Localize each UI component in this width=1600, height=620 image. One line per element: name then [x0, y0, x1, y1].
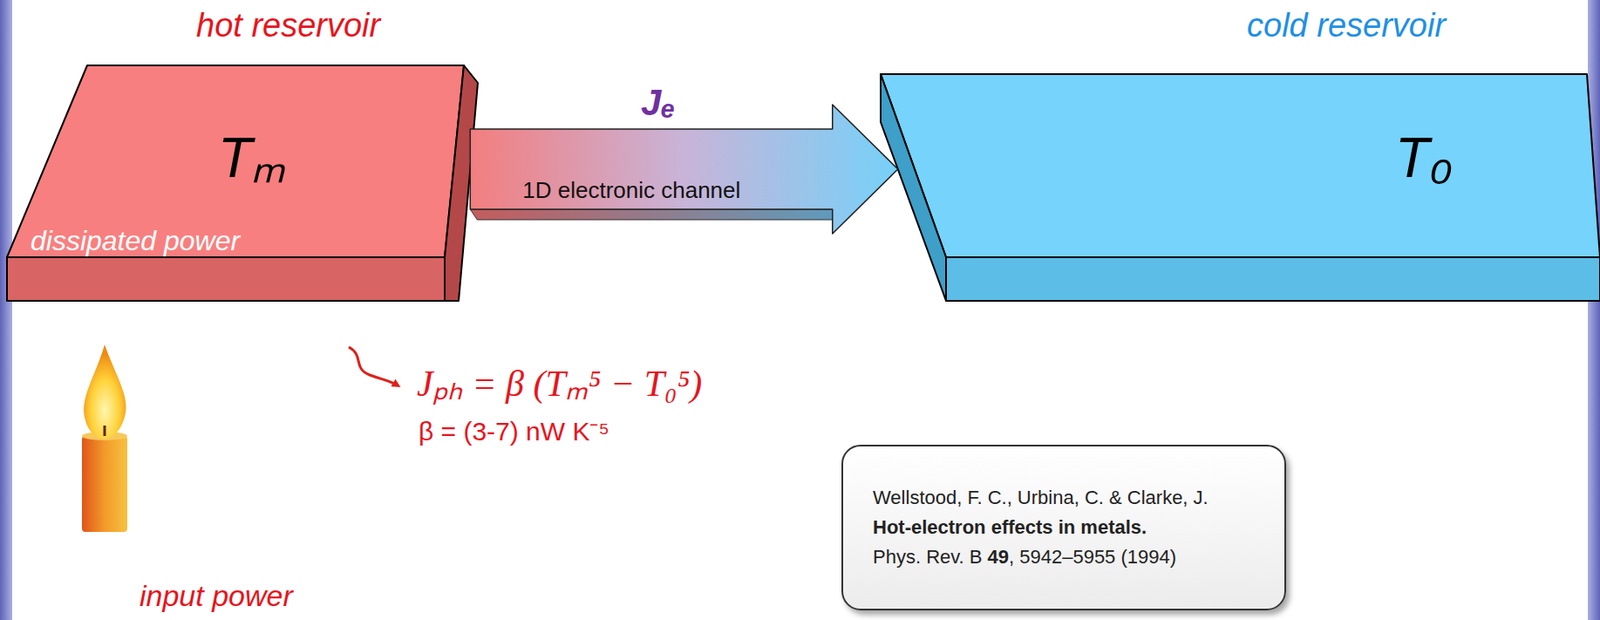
slab-outline [880, 74, 1600, 301]
channel-label: 1D electronic channel [522, 177, 741, 205]
heat-flow-arrow [469, 104, 898, 234]
slab-face [880, 74, 947, 301]
input-label: input power [139, 578, 293, 613]
cold-reservoir-slab: cold reservoirT₀ [880, 74, 1600, 301]
temperature-label: T₀ [1395, 126, 1453, 191]
candle [81, 344, 128, 532]
reference-text: Hot-electron effects in metals. [872, 516, 1147, 538]
reference-line: Phys. Rev. B49, 5942–5955 (1994) [872, 542, 1255, 572]
reservoir-heading: cold reservoir [1246, 6, 1446, 46]
reference-text: 49 [987, 545, 1009, 568]
reference-box: Wellstood, F. C., Urbina, C. & Clarke, J… [841, 444, 1287, 611]
arrow-body [469, 104, 898, 234]
arrow-shade [469, 209, 839, 220]
slab-face [6, 257, 445, 301]
reference-text: Phys. Rev. B [872, 545, 983, 568]
candle-flame [83, 344, 126, 439]
candle-wick [103, 425, 107, 436]
formula: Jₚₕ = β (Tₘ⁵ − T₀⁵) [416, 362, 702, 405]
coefficient-value: β = (3-7) nW K⁻⁵ [418, 416, 610, 448]
temperature-label: Tₘ [217, 126, 286, 191]
reservoir-heading: hot reservoir [196, 6, 381, 46]
side-strip [0, 0, 13, 620]
slab-face [880, 74, 1600, 258]
hot-reservoir-slab: hot reservoirTₘdissipated power [6, 65, 478, 301]
reference-text: Wellstood, F. C., Urbina, C. & Clarke, J… [872, 486, 1209, 509]
slab-face [946, 257, 1600, 301]
candle-body [81, 435, 128, 532]
slab-face [6, 65, 464, 258]
loss-arrow [348, 347, 398, 386]
reference-line: Wellstood, F. C., Urbina, C. & Clarke, J… [872, 483, 1255, 513]
flux-symbol: Jₑ [640, 81, 676, 124]
slab-face [444, 65, 478, 301]
reference-line: Hot-electron effects in metals. [872, 512, 1255, 543]
reservoir-note: dissipated power [30, 224, 240, 258]
reference-text: , 5942–5955 (1994) [1008, 545, 1177, 568]
side-strip [1587, 0, 1600, 620]
